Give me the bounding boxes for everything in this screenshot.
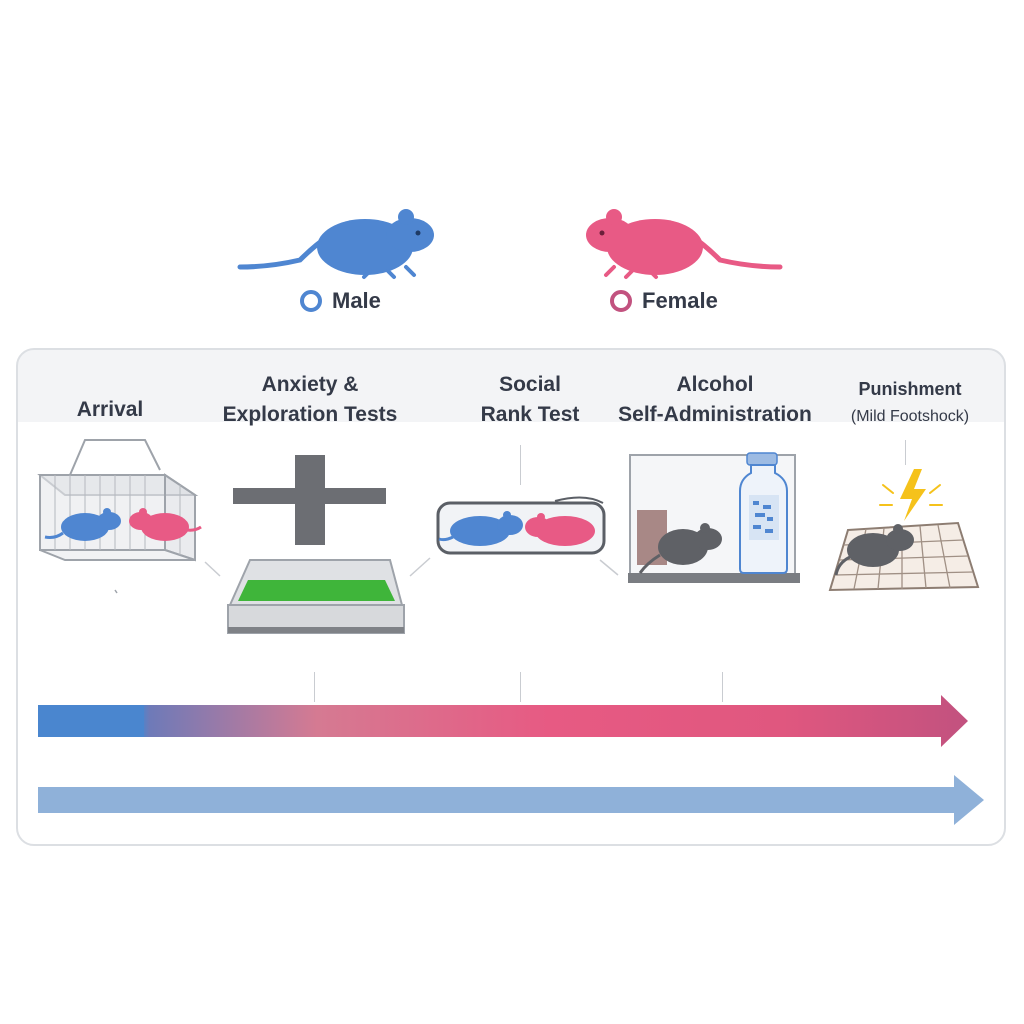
stage-label-social: Social Rank Test (480, 373, 580, 426)
timeline-panel (16, 348, 1006, 846)
female-mouse-icon (586, 209, 783, 279)
stage-label-punishment: Punishment (Mild Footshock) (850, 379, 970, 425)
timeline-arrow-top (38, 695, 968, 747)
stage-label-anxiety: Anxiety & Exploration Tests (222, 373, 398, 426)
operant-chamber-with-bottle-icon (628, 452, 800, 583)
connector-social-top (520, 445, 521, 485)
connector-punishment-top (905, 440, 906, 465)
connector-tick-1 (314, 672, 315, 702)
wire-cage-icon (37, 439, 202, 562)
legend-male: Male (300, 288, 381, 314)
plus-maze-and-open-field-icon (227, 455, 405, 634)
female-dot-icon (610, 290, 632, 312)
male-mouse-icon (237, 209, 434, 279)
lightning-bolt-icon (900, 469, 926, 521)
male-dot-icon (300, 290, 322, 312)
legend-female: Female (610, 288, 718, 314)
stage-label-arrival: Arrival (76, 398, 144, 421)
connector-tick-2 (520, 672, 521, 702)
shock-grid-icon (828, 469, 980, 592)
stage-label-alcohol: Alcohol Self-Administration (618, 373, 812, 426)
connector-tick-3 (722, 672, 723, 702)
tube-test-icon (436, 496, 606, 555)
legend-female-label: Female (642, 288, 718, 313)
legend-male-label: Male (332, 288, 381, 313)
timeline-arrow-bottom (38, 775, 984, 825)
